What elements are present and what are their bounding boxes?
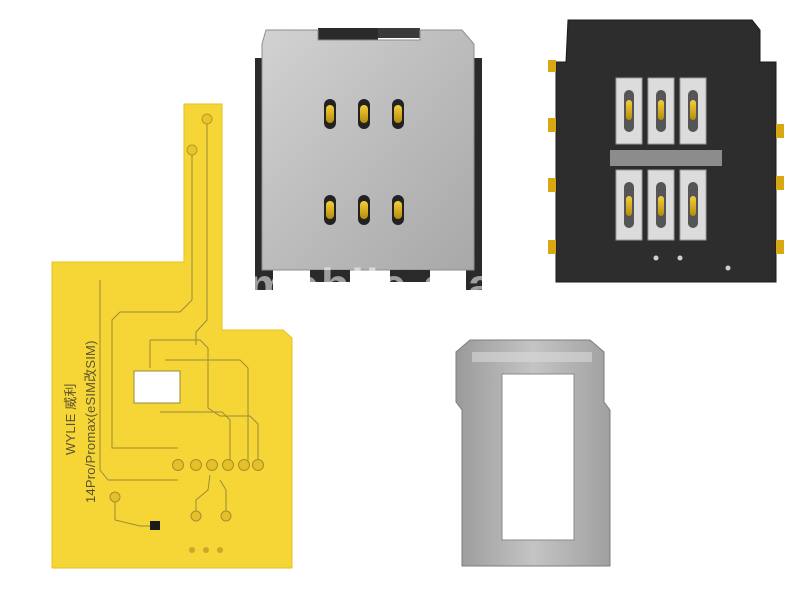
- flex-brand-label: WYLIE 威利: [63, 383, 78, 455]
- flex-pad: [220, 510, 232, 522]
- sim-reader-steel: [255, 28, 482, 290]
- sim-reader-dark: [548, 19, 784, 283]
- flex-cable-body: [51, 103, 293, 569]
- sim-tray: [455, 339, 611, 567]
- dark-reader-tabs: [548, 60, 784, 254]
- watermark-text: mobile sta: [248, 259, 496, 311]
- flex-traces: [99, 124, 259, 527]
- flex-dots: [189, 547, 223, 553]
- flex-pad-row: [172, 459, 264, 471]
- dark-reader-contacts: [615, 77, 707, 241]
- flex-pad: [109, 491, 121, 503]
- flex-window: [133, 370, 181, 404]
- reader-slots: [324, 99, 404, 225]
- flex-pad-top-2: [186, 144, 198, 156]
- flex-chip: [150, 521, 160, 530]
- flex-cable: [51, 103, 293, 569]
- flex-pad-top: [201, 113, 213, 125]
- sim-tray-window: [501, 373, 575, 541]
- flex-pad: [190, 510, 202, 522]
- flex-model-label: 14Pro/Promax(eSIM改SIM): [83, 340, 98, 503]
